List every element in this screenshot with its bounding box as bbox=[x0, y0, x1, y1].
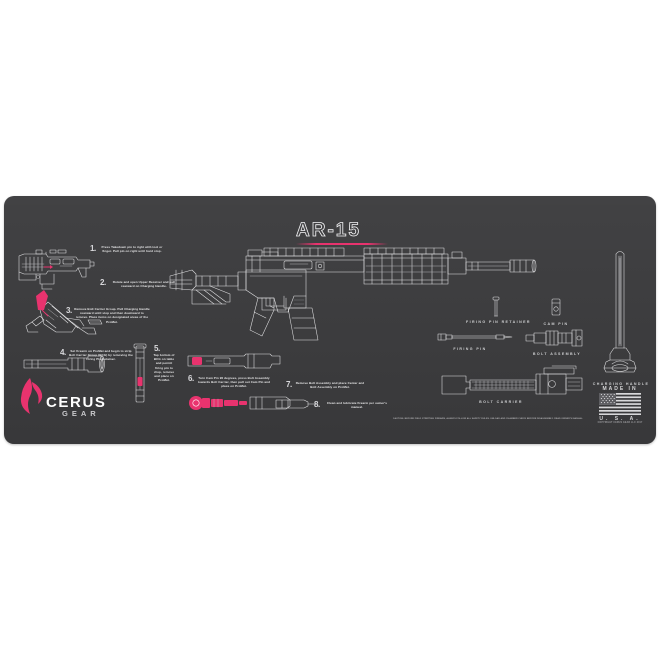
made-in-label: MADE IN bbox=[602, 386, 638, 392]
part-label-bolt-assembly: BOLT ASSEMBLY bbox=[532, 352, 582, 356]
step-text-7: Remove Bolt Assembly and place Center an… bbox=[295, 381, 365, 390]
diagram-step5-bcg-vertical bbox=[133, 343, 147, 403]
part-bolt-carrier bbox=[441, 365, 583, 395]
diagram-step2-open-receiver bbox=[25, 290, 103, 335]
copyright-text: COPYRIGHT CERUS GEAR LLC 2017 bbox=[597, 422, 643, 424]
part-charging-handle bbox=[603, 251, 637, 373]
step-number-6: 6. bbox=[188, 374, 194, 383]
diagram-step6-bolt-carrier-top bbox=[187, 353, 281, 369]
part-bolt-assembly bbox=[525, 329, 583, 347]
diagram-step1-upper-receiver bbox=[18, 249, 95, 290]
step-number-8: 8. bbox=[314, 400, 320, 409]
diagram-step4-barrel bbox=[23, 355, 105, 373]
step-number-3: 3. bbox=[66, 306, 72, 315]
pink-highlight-firing-pin bbox=[137, 377, 143, 386]
diagram-step6-bolt-assembly-pink bbox=[189, 396, 291, 410]
diagram-step7-bolt-outline bbox=[275, 399, 317, 409]
step-text-6: Turn Cam Pin 90 degrees, press Bolt Asse… bbox=[197, 376, 271, 389]
pink-highlight-cam-pin-top bbox=[192, 357, 202, 365]
title-text: AR-15 bbox=[296, 220, 361, 242]
step-text-1: Press Takedown pin to right with tool or… bbox=[101, 245, 163, 254]
part-label-firing-pin: FIRING PIN bbox=[453, 347, 487, 351]
step-number-2: 2. bbox=[100, 278, 106, 287]
step-number-1: 1. bbox=[90, 244, 96, 253]
page-title: AR-15 bbox=[296, 220, 388, 245]
step-number-7: 7. bbox=[286, 380, 292, 389]
part-firing-pin bbox=[437, 333, 513, 341]
main-rifle-illustration bbox=[169, 247, 537, 341]
brand-logo: CERUS GEAR bbox=[18, 376, 122, 428]
brand-subname: GEAR bbox=[62, 409, 100, 418]
made-in-usa-badge: MADE IN bbox=[592, 386, 648, 422]
gun-cleaning-mat: AR-15 bbox=[4, 196, 656, 444]
step-number-5: 5. bbox=[154, 344, 160, 353]
title-underline bbox=[296, 243, 388, 245]
part-cam-pin bbox=[551, 298, 561, 316]
step-text-5: Tap bottom of BCG on table and permit fi… bbox=[153, 353, 175, 383]
usa-flag-icon bbox=[599, 393, 641, 415]
part-label-cam-pin: CAM PIN bbox=[543, 322, 569, 326]
step-number-4: 4. bbox=[60, 348, 66, 357]
pink-highlight-charging-handle bbox=[36, 290, 49, 317]
step-text-4: Set firearm on ProMat and begin to strip… bbox=[69, 349, 133, 362]
usa-label: U. S. A. bbox=[599, 416, 641, 422]
part-label-bolt-carrier: BOLT CARRIER bbox=[479, 400, 523, 404]
pink-highlight-takedown-pin bbox=[43, 265, 53, 269]
part-firing-pin-retainer bbox=[492, 296, 500, 317]
cerus-mark-icon bbox=[20, 378, 43, 414]
step-text-2: Rotate and open Upper Receiver and pull … bbox=[112, 280, 176, 289]
step-text-3: Remove Bolt Carrier Group. Pull Charging… bbox=[74, 307, 150, 324]
brand-name: CERUS bbox=[46, 394, 107, 411]
step-text-8: Clean and lubricate firearm per owner's … bbox=[326, 401, 388, 410]
part-label-charging-handle: CHARGING HANDLE bbox=[592, 382, 650, 386]
part-label-firing-pin-retainer: FIRING PIN RETAINER bbox=[466, 320, 531, 324]
safety-disclaimer: CAUTION: BEFORE FIELD STRIPPING FIREARM,… bbox=[392, 418, 584, 420]
